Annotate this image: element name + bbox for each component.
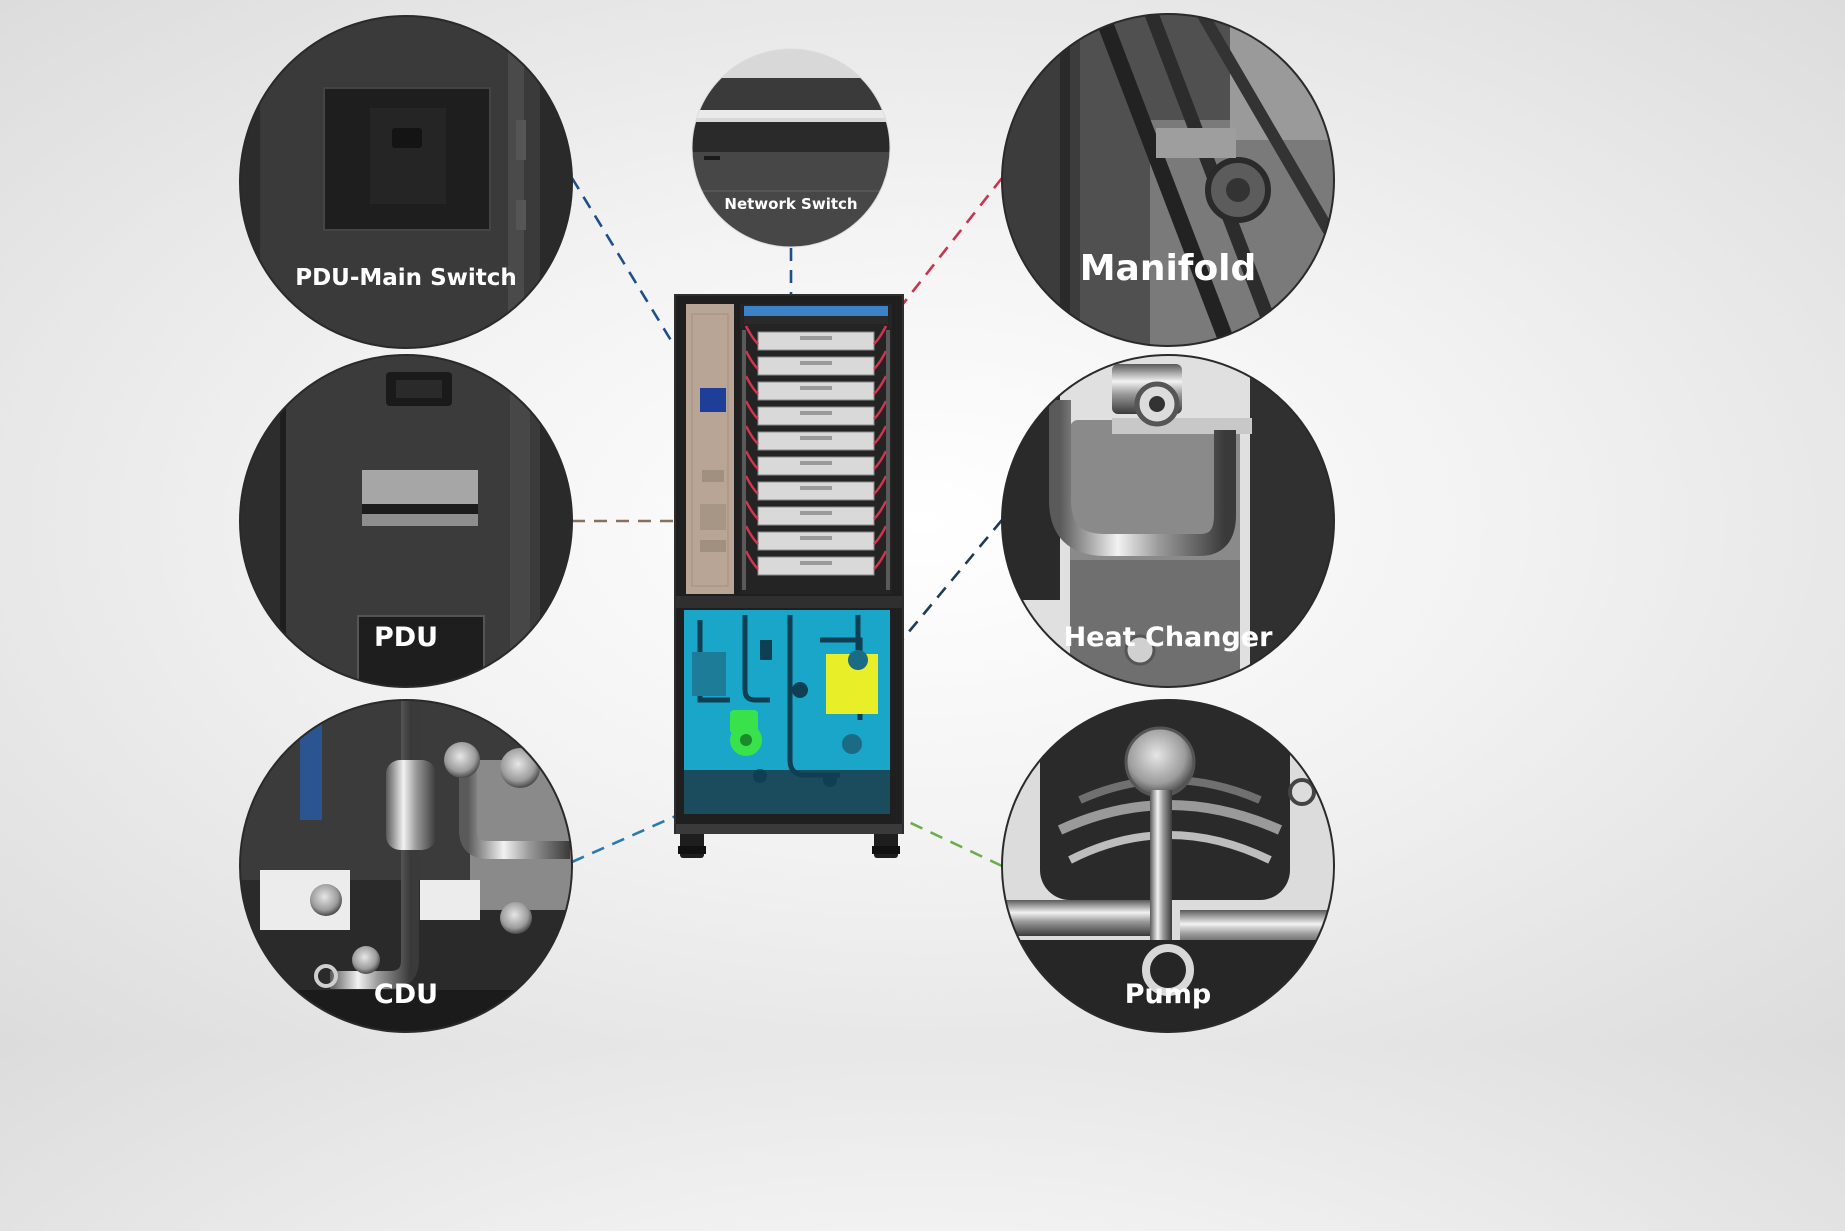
pump-callout: Pump [1001, 699, 1335, 1033]
manifold-hose [744, 350, 759, 370]
server-blade [757, 506, 875, 526]
server-blade [757, 556, 875, 576]
manifold-hose [744, 425, 759, 445]
server-blade [757, 531, 875, 551]
network-switch-callout: Network Switch [691, 48, 891, 248]
manifold-hose [873, 475, 888, 495]
pdu-main-switch-label: PDU-Main Switch [295, 265, 517, 291]
manifold-label: Manifold [1080, 248, 1257, 289]
network-switch-label: Network Switch [724, 195, 857, 213]
manifold-hose [873, 450, 888, 470]
server-blades [742, 325, 890, 590]
cdu-piping [697, 615, 863, 778]
server-blade [757, 381, 875, 401]
manifold-hose [744, 450, 759, 470]
manifold-hose [873, 525, 888, 545]
server-blade [757, 431, 875, 451]
server-blade [757, 481, 875, 501]
pump-highlight [730, 710, 762, 756]
cabinet [674, 294, 904, 858]
server-blade [757, 331, 875, 351]
manifold-hose [873, 325, 888, 345]
cdu-connector [571, 798, 713, 864]
manifold-hose [873, 400, 888, 420]
manifold-callout: Manifold [1001, 13, 1335, 347]
pdu-callout: PDU [239, 354, 573, 688]
pdu-main-switch-marker [700, 388, 726, 412]
manifold-hose [744, 525, 759, 545]
manifold-hose [744, 325, 759, 345]
server-blade [757, 356, 875, 376]
manifold-hose [873, 500, 888, 520]
heat-changer-label: Heat Changer [1064, 622, 1274, 653]
manifold-hose [744, 400, 759, 420]
manifold-hose [873, 550, 888, 570]
manifold-hose [873, 350, 888, 370]
network-switch-unit [744, 306, 888, 316]
manifold-hose [744, 500, 759, 520]
manifold-hose [744, 550, 759, 570]
cooling-cabinet-diagram: PDU-Main Switch Network Switch [239, 13, 1335, 1033]
manifold-hose [873, 425, 888, 445]
cdu-callout: CDU [239, 699, 573, 1033]
server-blade [757, 406, 875, 426]
manifold-hose [744, 475, 759, 495]
pdu-label: PDU [374, 622, 438, 653]
manifold-hose [873, 375, 888, 395]
pdu-main-switch-callout: PDU-Main Switch [239, 15, 573, 349]
cdu-label: CDU [374, 979, 438, 1010]
heat-changer-connector [901, 519, 1003, 641]
heat-changer-callout: Heat Changer [1001, 354, 1335, 688]
server-blade [757, 456, 875, 476]
manifold-hose [744, 375, 759, 395]
pump-label: Pump [1125, 979, 1211, 1010]
